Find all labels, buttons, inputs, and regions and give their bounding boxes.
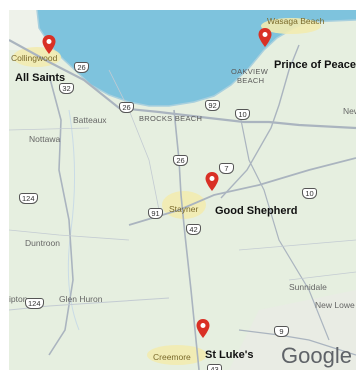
highway-shield-124: 124 (25, 298, 44, 309)
highway-shield-7: 7 (219, 163, 234, 174)
church-label-prince-of-peace[interactable]: Prince of Peace (274, 59, 356, 71)
label-glen-huron: Glen Huron (59, 294, 103, 304)
map-view[interactable]: Collingwood Wasaga Beach OAKVIEW BEACH B… (9, 10, 356, 370)
local-road (108, 69, 160, 211)
highway-shield-124: 124 (19, 193, 38, 204)
highway-shield-43: 43 (207, 364, 222, 370)
label-duntroon: Duntroon (25, 238, 60, 248)
map-pin-icon[interactable] (196, 319, 210, 339)
label-oakview: OAKVIEW (231, 67, 269, 76)
map-pin-icon[interactable] (205, 172, 219, 192)
church-label-all-saints[interactable]: All Saints (15, 72, 66, 84)
stream (67, 109, 80, 331)
highway-shield-9: 9 (274, 326, 289, 337)
label-nottawa: Nottawa (29, 134, 61, 144)
highway-124 (48, 74, 74, 356)
label-brocks-beach: BROCKS BEACH (139, 114, 203, 123)
highway-shield-10: 10 (302, 188, 317, 199)
highway-shield-26: 26 (173, 155, 188, 166)
map-pin-icon[interactable] (258, 28, 272, 48)
label-new-lowell: New Lowe (315, 300, 355, 310)
road-9 (238, 329, 356, 356)
wasaga-area (261, 18, 321, 34)
label-new-partial: New (343, 106, 356, 116)
highway-shield-32: 32 (59, 83, 74, 94)
label-creemore: Creemore (153, 352, 191, 362)
map-canvas (9, 10, 356, 370)
georgian-bay-water (37, 10, 356, 106)
highway-26 (9, 39, 356, 130)
label-clearview-partial: ipton (9, 294, 28, 304)
highway-shield-92: 92 (205, 100, 220, 111)
google-logo: Google (281, 343, 352, 368)
highway-shield-42: 42 (186, 224, 201, 235)
land-patch (229, 290, 356, 370)
highway-shield-26: 26 (74, 62, 89, 73)
label-sunnidale: Sunnidale (289, 282, 327, 292)
local-road (238, 239, 356, 251)
highway-shield-91: 91 (148, 208, 163, 219)
map-pin-icon[interactable] (42, 35, 56, 55)
highway-91 (128, 157, 356, 226)
creemore-area (147, 345, 207, 365)
label-batteaux: Batteaux (73, 115, 107, 125)
local-road (288, 271, 356, 281)
label-beach: BEACH (237, 76, 265, 85)
highway-shield-26: 26 (119, 102, 134, 113)
label-collingwood: Collingwood (11, 53, 58, 63)
label-stayner: Stayner (169, 204, 199, 214)
local-road (9, 229, 130, 241)
road-7 (220, 44, 300, 199)
label-wasaga-beach: Wasaga Beach (267, 16, 325, 26)
road-10 (240, 119, 330, 341)
church-label-good-shepherd[interactable]: Good Shepherd (215, 205, 298, 217)
local-road (9, 127, 90, 131)
highway-shield-10: 10 (235, 109, 250, 120)
church-label-st-lukes[interactable]: St Luke's (205, 349, 254, 361)
